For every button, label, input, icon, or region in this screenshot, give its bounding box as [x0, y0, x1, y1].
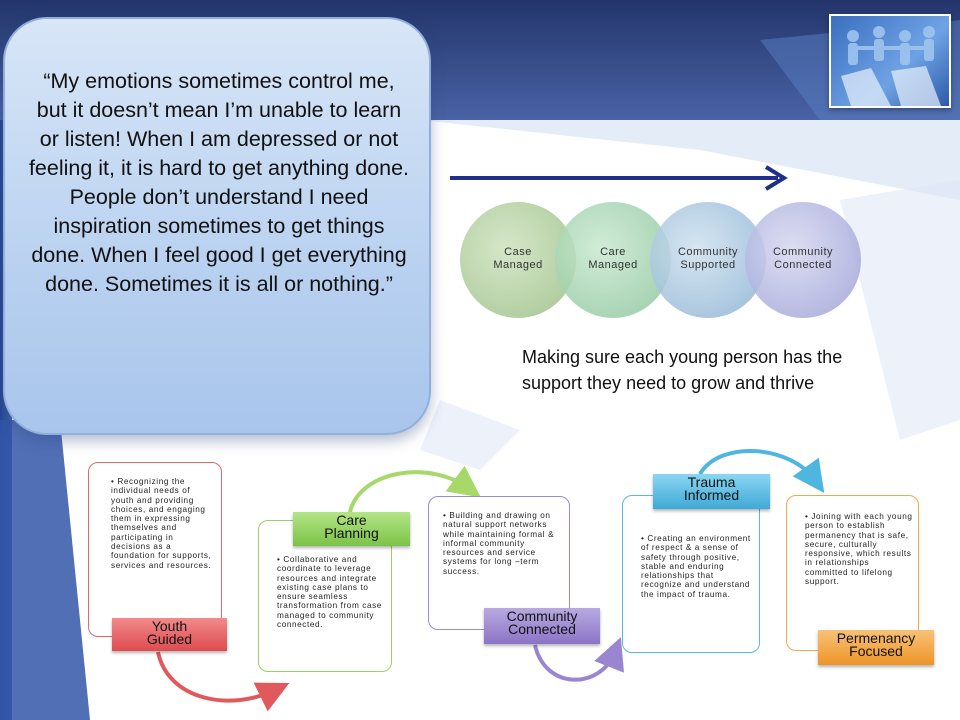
circle-community-connected — [745, 202, 861, 318]
quote-text: “My emotions sometimes control me, but i… — [28, 69, 410, 296]
card-text: • Joining with each young person to esta… — [805, 512, 913, 587]
progression-arrow — [450, 165, 788, 191]
circle-community-supported — [650, 202, 766, 318]
circle-case-managed — [460, 202, 576, 318]
card-text: • Collaborative and coordinate to levera… — [277, 555, 382, 630]
connector-youth-to-care — [156, 651, 290, 712]
quote-bubble: “My emotions sometimes control me, but i… — [3, 17, 431, 435]
card-permenancy-focused: • Joining with each young person to esta… — [786, 495, 919, 651]
continuum-diagram — [460, 202, 861, 318]
connector-trauma-to-permanency — [698, 448, 825, 494]
connector-care-to-community — [348, 465, 481, 513]
card-text: • Recognizing the individual needs of yo… — [111, 477, 212, 570]
continuum-caption: Making sure each young person has the su… — [522, 347, 843, 393]
connector-community-to-trauma — [533, 637, 624, 682]
card-text: • Creating an environment of respect & a… — [641, 534, 751, 599]
card-community-connected: • Building and drawing on natural suppor… — [428, 496, 570, 630]
people-holding-hands-icon — [841, 26, 941, 106]
logo-image — [829, 14, 951, 108]
card-youth-guided: • Recognizing the individual needs of yo… — [88, 462, 222, 637]
circle-care-managed — [555, 202, 671, 318]
card-trauma-informed: • Creating an environment of respect & a… — [622, 495, 760, 653]
card-text: • Building and drawing on natural suppor… — [443, 511, 555, 576]
